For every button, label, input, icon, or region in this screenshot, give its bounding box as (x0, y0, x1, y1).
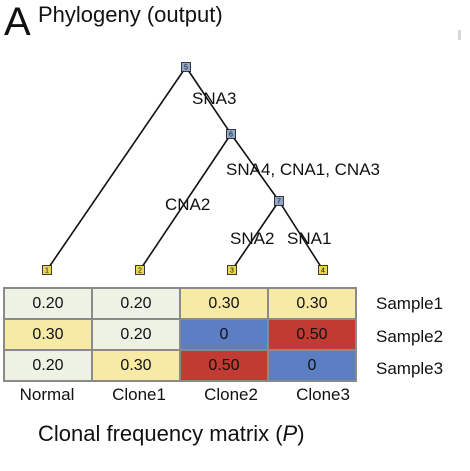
tree-edge-5-1 (46, 66, 187, 271)
panel-letter: A (4, 0, 31, 44)
node-id: 7 (277, 199, 281, 206)
tree-edge-5-6 (185, 66, 232, 135)
tree-node-6: 6 (226, 129, 236, 139)
edge-label: CNA2 (165, 195, 210, 214)
tree-edge-6-7 (230, 133, 280, 202)
tree-edge-6-2 (139, 133, 232, 271)
matrix-cell: 0.30 (91, 349, 181, 382)
matrix-cell: 0.20 (91, 318, 181, 351)
tree-node-3: 3 (227, 265, 237, 275)
row-label: Sample1 (376, 294, 444, 313)
node-id: 3 (230, 268, 234, 275)
matrix-cell: 0.30 (267, 287, 357, 320)
tree-edge-7-3 (231, 200, 280, 271)
tree-node-2: 2 (135, 265, 145, 275)
edge-label: SNA1 (287, 229, 331, 248)
tree-node-5: 5 (181, 62, 191, 72)
column-label: Normal (19, 385, 75, 404)
node-id: 1 (45, 268, 49, 275)
matrix-cell: 0.50 (267, 318, 357, 351)
tree-node-7: 7 (274, 196, 284, 206)
row-label: Sample3 (376, 359, 444, 378)
column-label: Clone1 (112, 385, 166, 404)
matrix-caption: Clonal frequency matrix (P) (38, 421, 305, 447)
column-label: Clone3 (296, 385, 350, 404)
node-id: 5 (184, 65, 188, 72)
matrix-cell: 0.20 (3, 349, 93, 382)
matrix-cell: 0.30 (179, 287, 269, 320)
tree-node-4: 4 (318, 265, 328, 275)
matrix-cell: 0.20 (91, 287, 181, 320)
tree-node-1: 1 (42, 265, 52, 275)
panel-title: Phylogeny (output) (38, 2, 223, 27)
tree-edge-7-4 (278, 200, 324, 271)
matrix-cell: 0.30 (3, 318, 93, 351)
node-id: 2 (138, 268, 142, 275)
edge-label: SNA3 (192, 89, 236, 108)
matrix-cell: 0.50 (179, 349, 269, 382)
node-id: 4 (321, 268, 325, 275)
matrix-cell: 0.20 (3, 287, 93, 320)
caption-variable: P (282, 421, 298, 446)
caption-suffix: ) (297, 421, 305, 446)
node-id: 6 (229, 132, 233, 139)
matrix-cell: 0 (179, 318, 269, 351)
edge-label: SNA4, CNA1, CNA3 (226, 160, 380, 179)
edge-marker (458, 30, 461, 40)
row-label: Sample2 (376, 327, 444, 346)
matrix-cell: 0 (267, 349, 357, 382)
edge-label: SNA2 (230, 229, 274, 248)
caption-prefix: Clonal frequency matrix ( (38, 421, 283, 446)
column-label: Clone2 (204, 385, 258, 404)
